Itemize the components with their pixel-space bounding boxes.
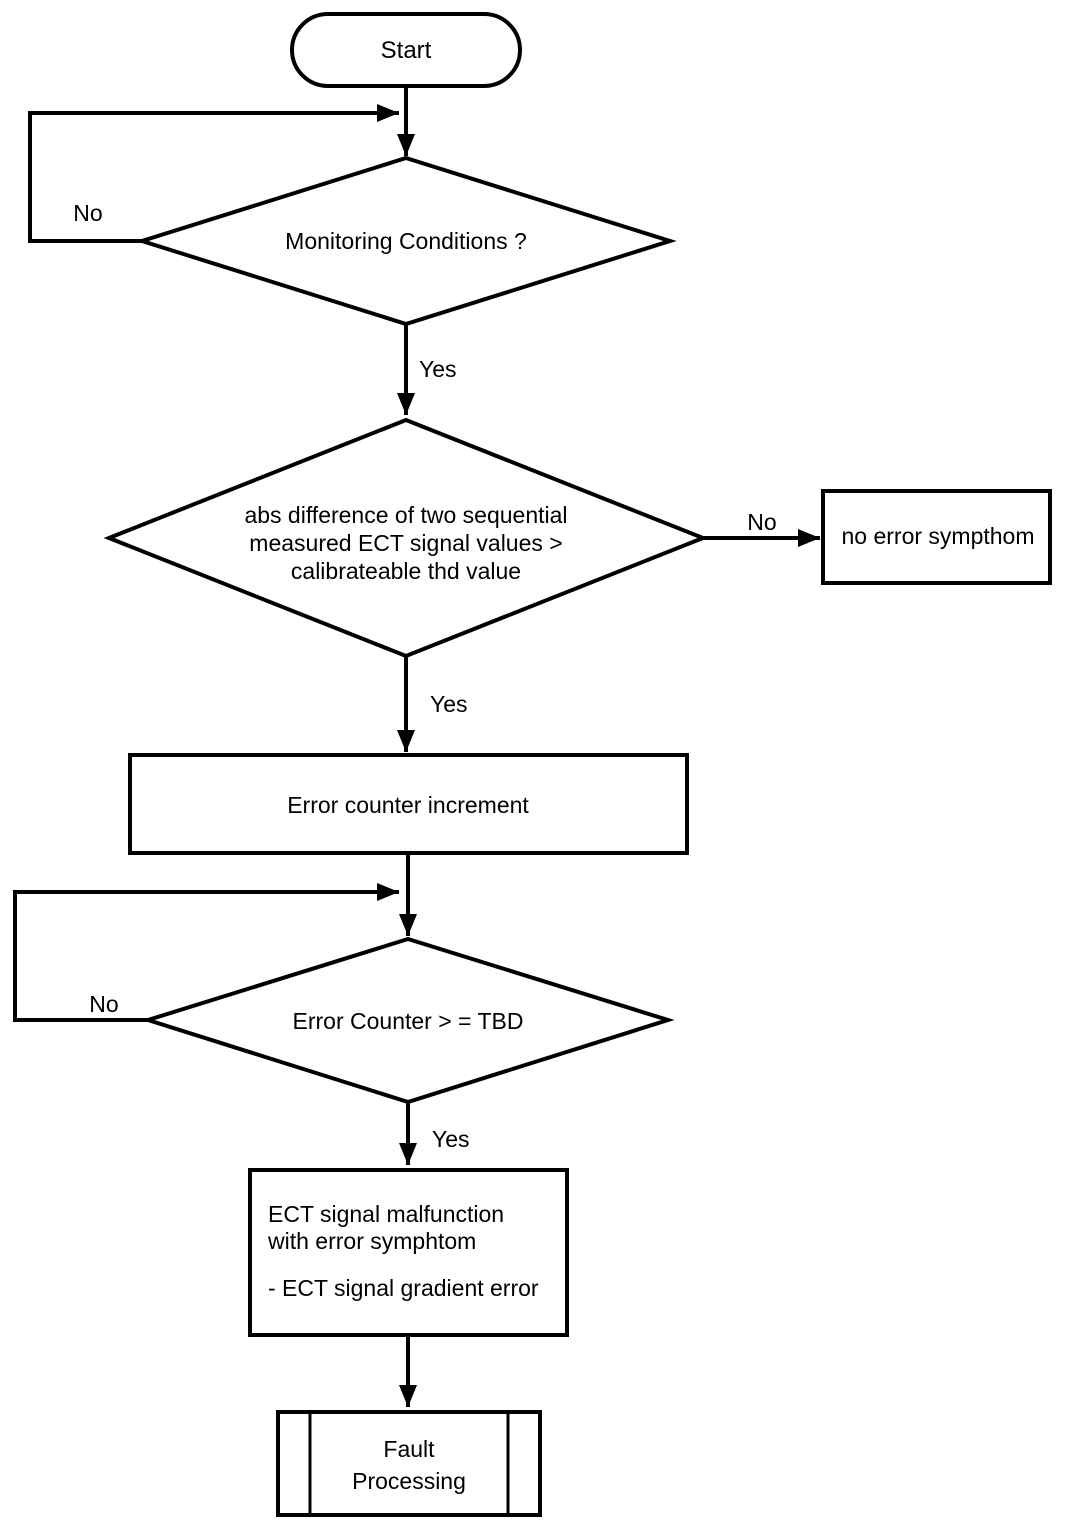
fault-processing-node [276,1410,542,1517]
counter-no-label: No [89,991,118,1017]
counter-threshold-label: Error Counter > = TBD [293,1008,524,1034]
start-node [290,12,522,88]
fault-processing-line-1: Fault [383,1436,435,1462]
malfunction-line-3: - ECT signal gradient error [268,1275,539,1301]
gradient-no-label: No [747,509,776,535]
malfunction-box [248,1168,569,1337]
malfunction-line-1: ECT signal malfunction [268,1201,504,1227]
no-error-label: no error sympthom [841,523,1034,549]
edge-counter-no-loop [13,883,399,1022]
counter-yes-label: Yes [432,1126,470,1152]
gradient-decision-diamond [103,417,709,659]
monitoring-decision-diamond [135,155,677,327]
monitoring-yes-label: Yes [419,356,457,382]
gradient-yes-label: Yes [430,691,468,717]
monitoring-decision-label: Monitoring Conditions ? [285,228,527,254]
gradient-decision-line-2: measured ECT signal values > [249,530,562,556]
start-label: Start [381,37,432,64]
error-counter-box [128,753,689,855]
gradient-decision-line-3: calibrateable thd value [291,558,521,584]
gradient-decision-line-1: abs difference of two sequential [244,502,567,528]
fault-processing-line-2: Processing [352,1468,466,1494]
edge-monitoring-no-loop [28,104,399,243]
monitoring-no-label: No [73,200,102,226]
malfunction-line-2: with error symphtom [267,1228,476,1254]
counter-threshold-diamond [141,936,675,1105]
error-counter-label: Error counter increment [287,792,529,818]
no-error-box [821,489,1052,585]
